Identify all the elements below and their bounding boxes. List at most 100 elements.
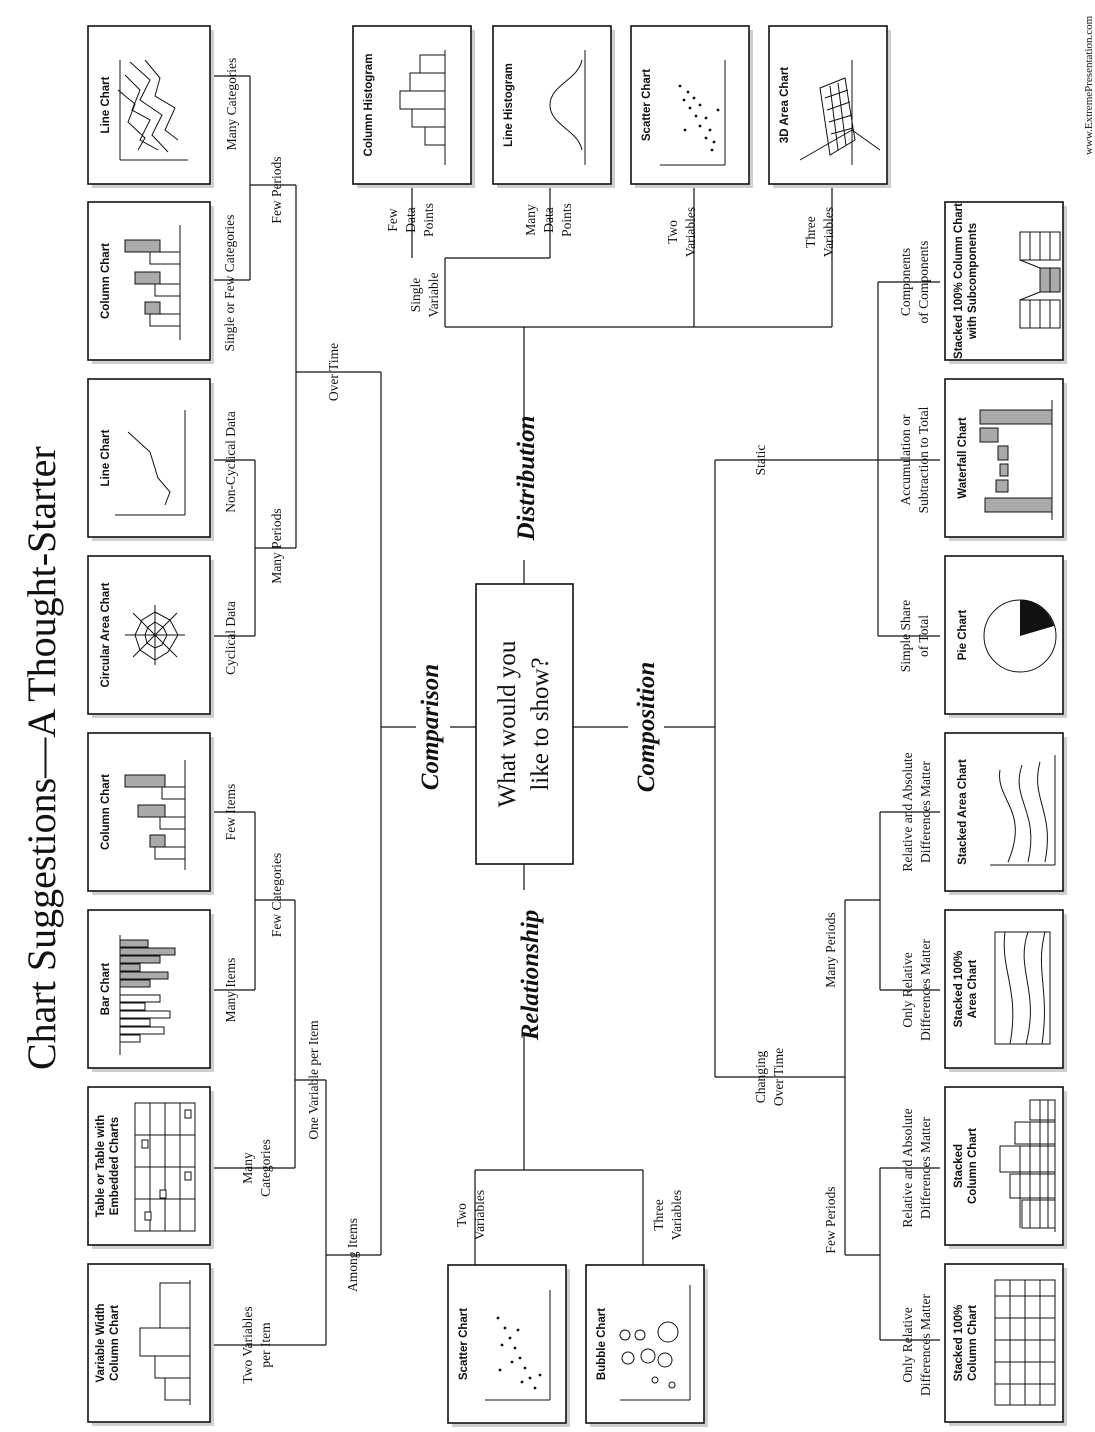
label-two-variables-dist-1: Two (665, 220, 680, 244)
label-many-data-points-2: Data (541, 207, 556, 232)
connector-lines (210, 75, 940, 1346)
label-static: Static (753, 445, 768, 476)
label-components-2: of Components (916, 241, 931, 324)
label-three-variables-rel-2: Variables (669, 1190, 684, 1240)
label-cyclical-data: Cyclical Data (223, 601, 238, 675)
card-column-histogram: Column Histogram (352, 25, 475, 188)
label-over-time: Over Time (326, 343, 341, 401)
comparison-labels: Over Time Among Items Few Periods Many P… (222, 58, 360, 1384)
card-column-chart-few-categories: Column Chart (87, 201, 214, 364)
card-title: Column Chart (100, 774, 112, 850)
card-title-2: Embedded Charts (109, 1117, 121, 1215)
label-comp-few-periods: Few Periods (823, 1186, 838, 1253)
card-title: 3D Area Chart (779, 67, 791, 143)
label-changing-over-time-1: Changing (753, 1051, 768, 1104)
label-only-rel-column-2: Differences Matter (918, 1293, 933, 1396)
question-line-2: like to show? (527, 657, 554, 790)
card-title-1: Stacked 100% (953, 1305, 965, 1382)
card-title: Waterfall Chart (957, 417, 969, 499)
card-title: Column Histogram (363, 54, 375, 157)
card-title-2: Area Chart (967, 959, 979, 1018)
card-title: Bar Chart (100, 963, 112, 1016)
label-non-cyclical-data: Non-Cyclical Data (223, 411, 238, 513)
branch-composition: Composition (633, 662, 660, 793)
source-url: www.ExtremePresentation.com (1083, 15, 1095, 155)
label-few-periods: Few Periods (269, 156, 284, 223)
label-many-data-points-3: Points (559, 203, 574, 237)
label-simple-share-1: Simple Share (898, 600, 913, 672)
label-accumulation-1: Accumulation or (898, 414, 913, 506)
label-two-variables-dist-2: Variables (683, 207, 698, 257)
card-title: Circular Area Chart (100, 582, 112, 687)
card-3d-area-chart: 3D Area Chart (768, 25, 891, 188)
card-title: Line Chart (100, 429, 112, 486)
relationship-labels: Two Variables Three Variables (454, 1190, 684, 1240)
label-simple-share-2: of Total (916, 615, 931, 657)
label-only-rel-column-1: Only Relative (900, 1307, 915, 1382)
page-title: Chart Suggestions—A Thought-Starter (19, 446, 64, 1070)
label-only-rel-area-1: Only Relative (900, 952, 915, 1027)
label-components-1: Components (898, 248, 913, 316)
question-line-1: What would you (494, 640, 521, 807)
label-two-variables-rel-1: Two (454, 1203, 469, 1227)
label-accumulation-2: Subtraction to Total (916, 406, 931, 513)
label-few-data-points-2: Data (403, 207, 418, 232)
scatter-dots (678, 84, 720, 152)
card-scatter-chart-distribution: Scatter Chart (630, 25, 753, 188)
label-rel-abs-area-1: Relative and Absolute (900, 752, 915, 871)
label-many-categories-items-2: Categories (258, 1139, 273, 1197)
label-three-variables-rel-1: Three (651, 1199, 666, 1230)
branch-distribution: Distribution (513, 415, 540, 541)
label-few-items: Few Items (223, 784, 238, 841)
card-title: Stacked Area Chart (957, 759, 969, 865)
center-question-box: What would you like to show? (475, 583, 574, 865)
card-title-1: Variable Width (95, 1303, 107, 1382)
card-title-2: with Subcomponents (967, 223, 979, 340)
branch-comparison: Comparison (417, 664, 444, 790)
card-line-chart-non-cyclical: Line Chart (87, 378, 214, 541)
label-two-variables-per-item-2: per Item (258, 1322, 273, 1368)
card-title: Line Chart (100, 76, 112, 133)
label-rel-abs-column-2: Differences Matter (918, 1116, 933, 1219)
label-two-variables-rel-2: Variables (472, 1190, 487, 1240)
card-circular-area-chart: Circular Area Chart (87, 555, 214, 718)
card-title: Bubble Chart (596, 1308, 608, 1380)
label-few-data-points-3: Points (421, 203, 436, 237)
card-title-2: Column Chart (967, 1305, 979, 1381)
label-rel-abs-column-1: Relative and Absolute (900, 1108, 915, 1227)
label-many-data-points-1: Many (523, 204, 538, 236)
card-title-2: Column Chart (109, 1305, 121, 1381)
label-many-items: Many Items (223, 958, 238, 1023)
label-few-data-points-1: Few (385, 208, 400, 232)
card-stacked-100-column-subcomponents: Stacked 100% Column Chart with Subcompon… (944, 201, 1067, 364)
label-three-variables-dist-1: Three (803, 216, 818, 247)
distribution-labels: Single Variable Few Data Points Many Dat… (385, 203, 836, 317)
label-many-periods: Many Periods (269, 508, 284, 583)
label-one-variable-per-item: One Variable per Item (306, 1020, 321, 1140)
card-stacked-area-chart: Stacked Area Chart (944, 732, 1067, 895)
card-title-1: Stacked (953, 1144, 965, 1188)
card-waterfall-chart: Waterfall Chart (944, 378, 1067, 541)
label-few-categories: Few Categories (269, 853, 284, 937)
label-single-variable-1: Single (408, 278, 423, 313)
label-changing-over-time-2: Over Time (771, 1048, 786, 1106)
label-two-variables-per-item-1: Two Variables (240, 1306, 255, 1383)
label-comp-many-periods: Many Periods (823, 912, 838, 987)
label-many-categories: Many Categories (224, 58, 239, 151)
card-line-chart-many-categories: Line Chart (87, 25, 214, 188)
card-title-1: Stacked 100% Column Chart (953, 203, 965, 359)
card-column-chart-few-items: Column Chart (87, 732, 214, 895)
card-line-histogram: Line Histogram (492, 25, 615, 188)
card-bubble-chart: Bubble Chart (585, 1264, 708, 1427)
card-table-embedded-charts: Table or Table with Embedded Charts (87, 1086, 214, 1249)
card-title-2: Column Chart (967, 1128, 979, 1204)
card-title: Column Chart (100, 243, 112, 319)
card-variable-width-column-chart: Variable Width Column Chart (87, 1263, 214, 1426)
label-single-variable-2: Variable (426, 273, 441, 318)
card-title: Scatter Chart (641, 69, 653, 141)
label-single-or-few-categories: Single or Few Categories (222, 215, 237, 352)
card-title: Pie Chart (957, 610, 969, 661)
branch-relationship: Relationship (517, 910, 544, 1042)
